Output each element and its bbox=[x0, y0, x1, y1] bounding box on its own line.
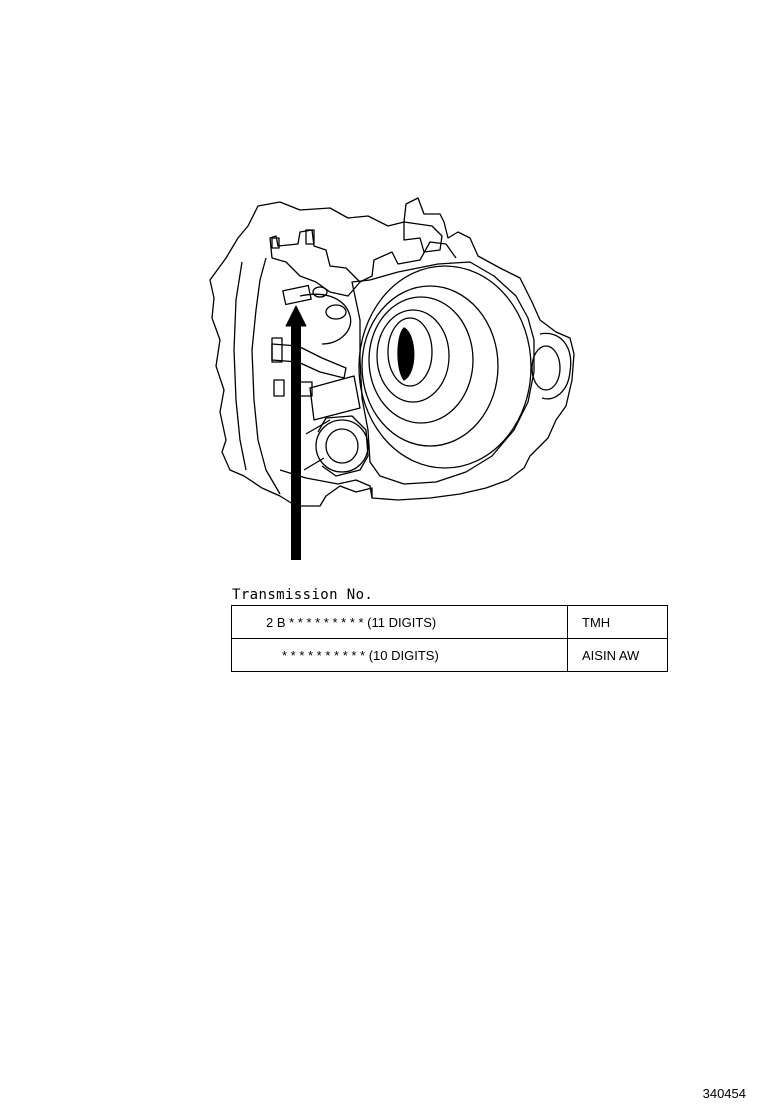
manufacturer: TMH bbox=[567, 605, 668, 639]
arrow-head bbox=[285, 305, 307, 327]
left-housing-line bbox=[251, 257, 281, 495]
transmission-code: * * * * * * * * * * (10 DIGITS) bbox=[282, 647, 439, 663]
manufacturer: AISIN AW bbox=[567, 638, 668, 672]
table-row: 2 B * * * * * * * * * (11 DIGITS) TMH bbox=[231, 605, 668, 639]
case-rib-1 bbox=[309, 375, 361, 421]
case-rib-3 bbox=[303, 457, 325, 471]
transmission-case-outline bbox=[209, 197, 575, 507]
oil-pan bbox=[279, 469, 373, 499]
bore-ring-4 bbox=[376, 309, 450, 403]
pipe-fitting bbox=[271, 337, 283, 363]
left-housing-line-2 bbox=[233, 261, 247, 471]
bore-ring-1 bbox=[358, 265, 532, 469]
seal-collar bbox=[317, 415, 369, 477]
bore-ring-2 bbox=[361, 285, 499, 447]
transmission-code: 2 B * * * * * * * * * (11 DIGITS) bbox=[266, 614, 437, 630]
flange-bolt bbox=[531, 345, 561, 391]
top-lug bbox=[403, 221, 443, 253]
transmission-number-table: 2 B * * * * * * * * * (11 DIGITS) TMH * … bbox=[231, 605, 668, 672]
bell-housing bbox=[351, 261, 535, 485]
flange-boss bbox=[539, 332, 572, 400]
bore-ring-3 bbox=[368, 296, 474, 424]
drive-shaft-seal-inner bbox=[325, 428, 359, 464]
case-bulge bbox=[299, 293, 352, 345]
reference-number: 340454 bbox=[702, 1086, 746, 1101]
sensor-boss bbox=[325, 304, 347, 320]
drive-shaft-seal bbox=[315, 419, 369, 473]
top-bracket bbox=[269, 229, 361, 297]
sensor-boss-2 bbox=[312, 286, 328, 298]
cooler-pipe bbox=[271, 343, 347, 379]
top-stud-2 bbox=[271, 237, 280, 249]
case-rib-2 bbox=[305, 419, 331, 435]
pipe-fitting-3 bbox=[273, 379, 285, 397]
identification-plate bbox=[282, 284, 312, 306]
bore-inner-shade bbox=[397, 327, 415, 381]
caption: Transmission No. bbox=[232, 587, 374, 603]
top-stud bbox=[305, 229, 315, 245]
bore-ring-5 bbox=[387, 317, 433, 387]
table-row: * * * * * * * * * * (10 DIGITS) AISIN AW bbox=[231, 638, 668, 672]
